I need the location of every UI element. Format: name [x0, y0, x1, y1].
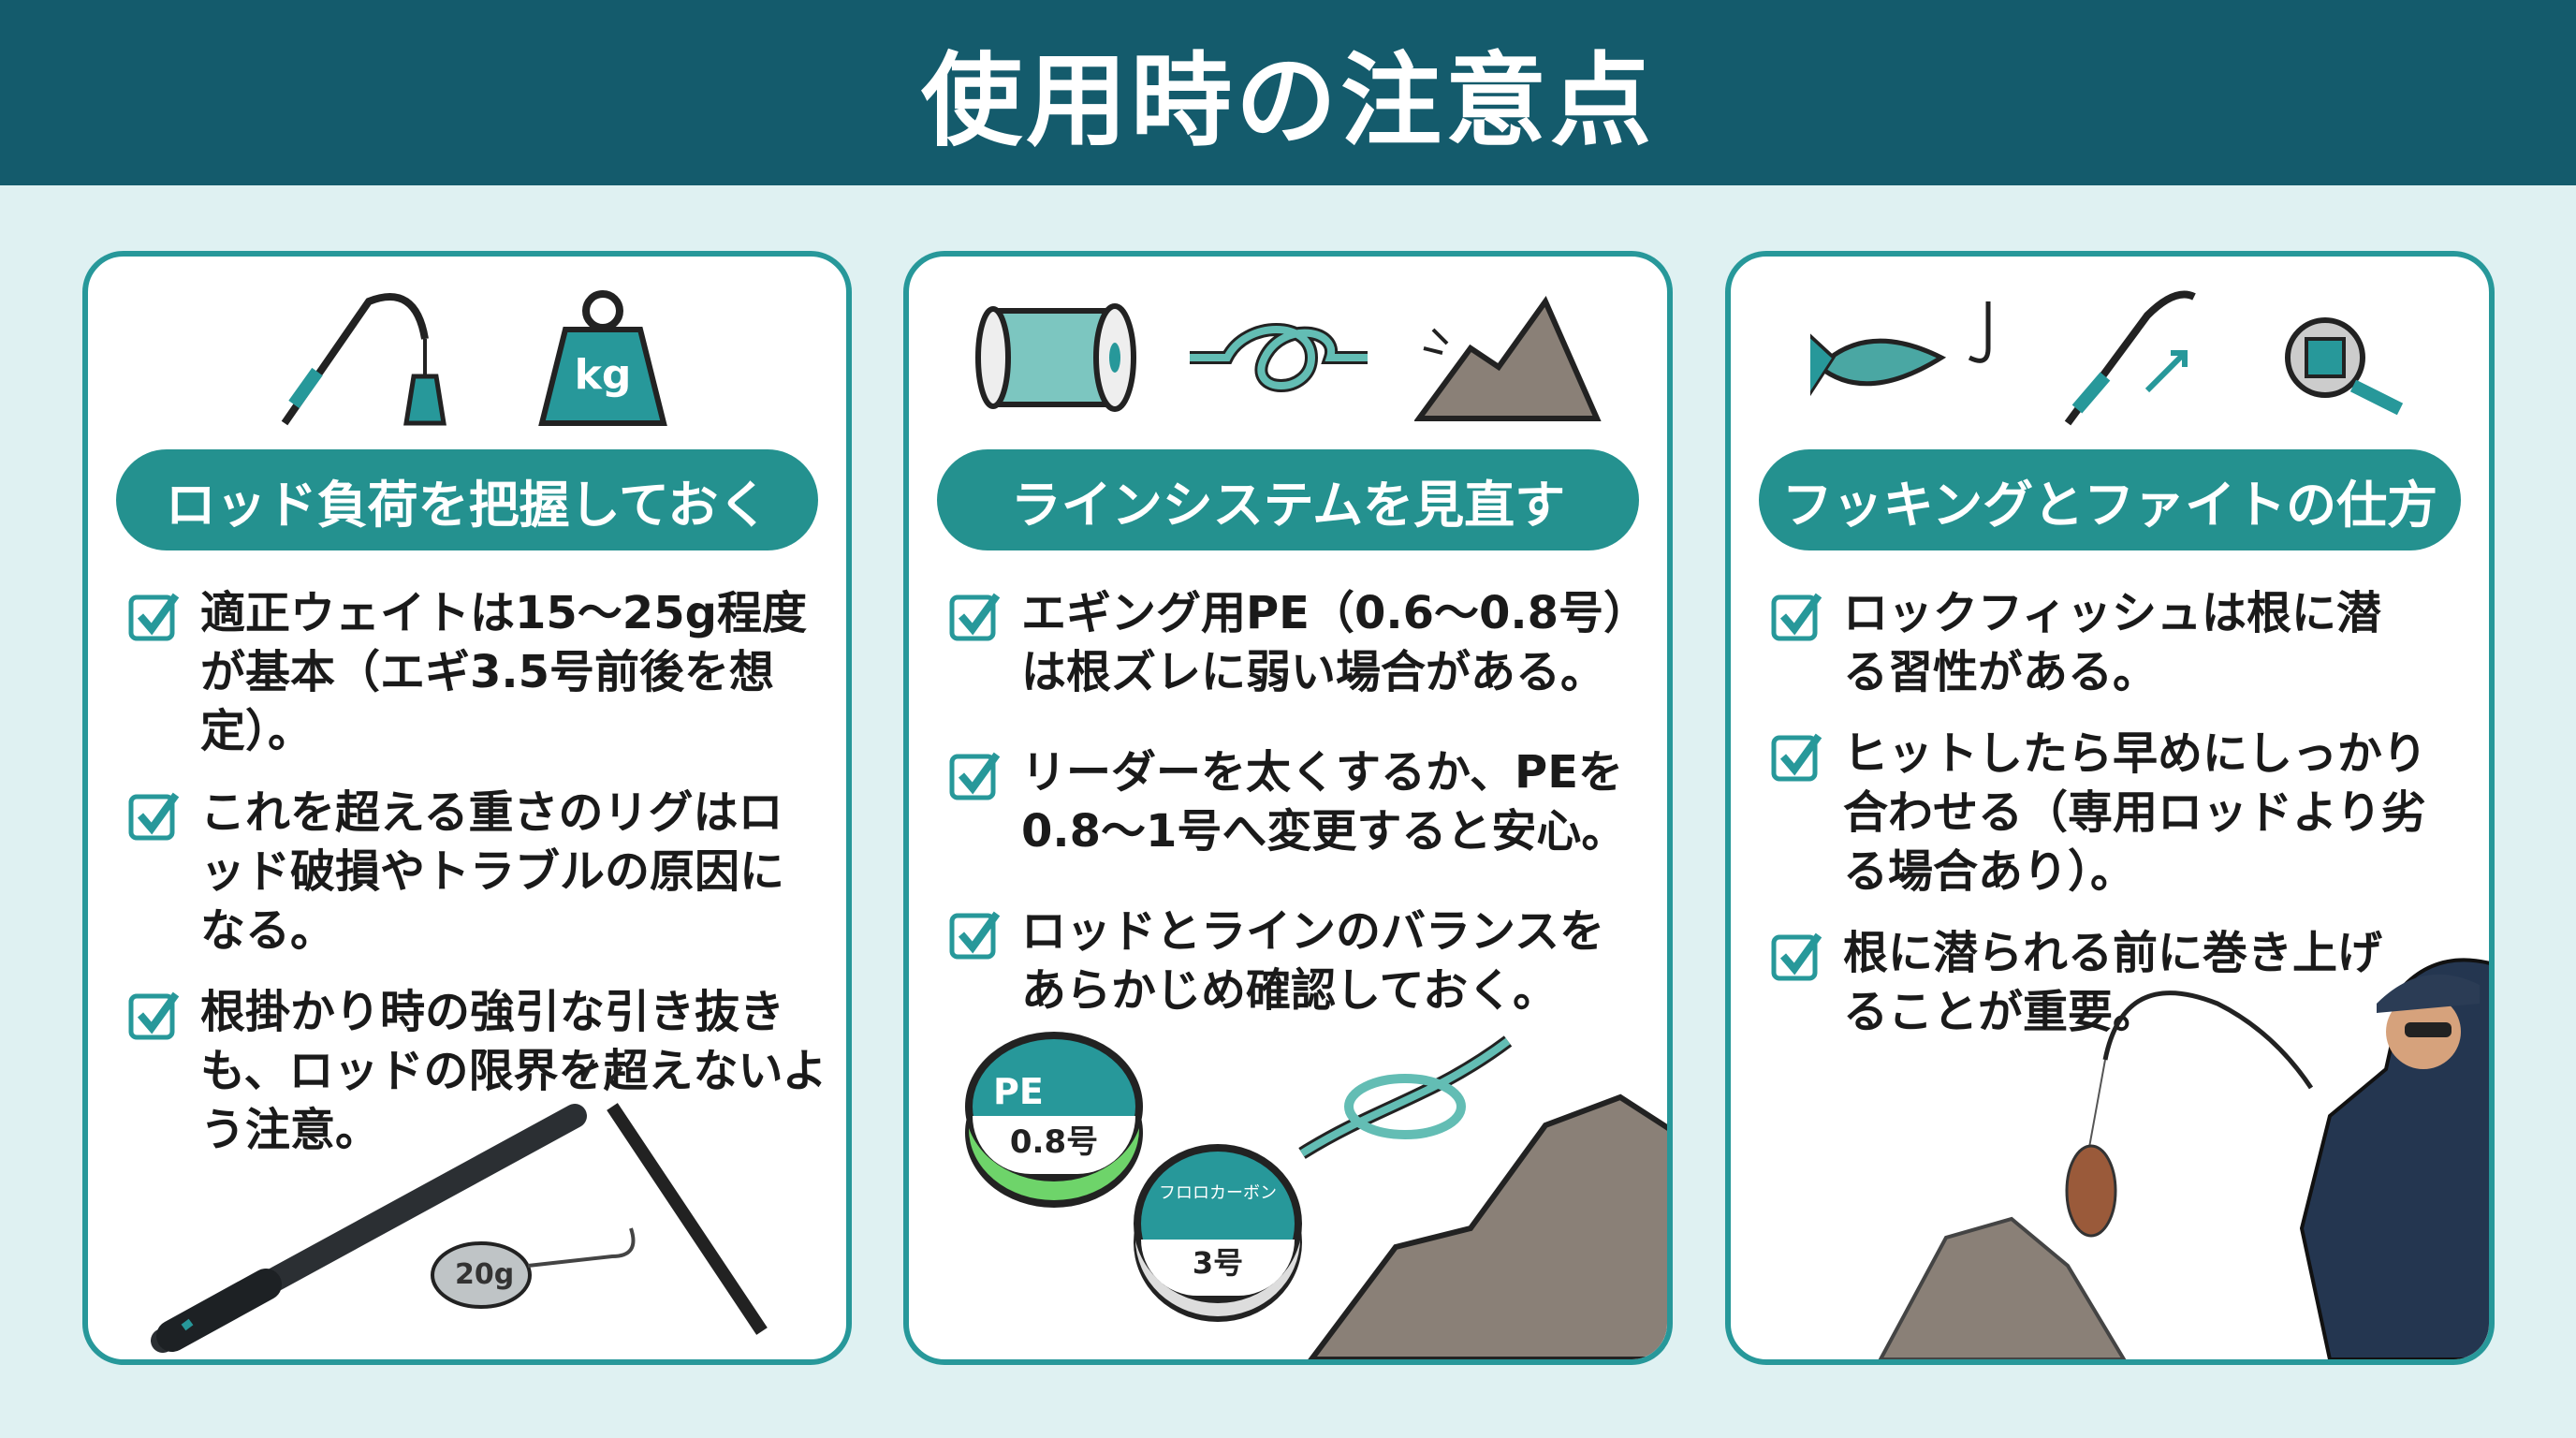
list-item: エギング用PE（0.6〜0.8号）は根ズレに弱い場合がある。 — [948, 584, 1648, 702]
checkbox-checked-icon — [1771, 932, 1822, 981]
checklist: 適正ウェイトは15〜25g程度が基本（エギ3.5号前後を想定）。 これを超える重… — [127, 584, 827, 1182]
list-item: これを超える重さのリグはロッド破損やトラブルの原因になる。 — [127, 784, 827, 961]
list-item: リーダーを太くするか、PEを0.8〜1号へ変更すると安心。 — [948, 743, 1648, 861]
list-item: 適正ウェイトは15〜25g程度が基本（エギ3.5号前後を想定）。 — [127, 584, 827, 761]
fish-hook-icon — [1810, 301, 1991, 397]
fluorocarbon-line-spool: フロロカーボン 3号 — [1134, 1144, 1302, 1303]
checklist: エギング用PE（0.6〜0.8号）は根ズレに弱い場合がある。 リーダーを太くする… — [948, 584, 1648, 1043]
checkbox-checked-icon — [1771, 593, 1822, 641]
broken-rod-illustration: 20g — [88, 1041, 846, 1359]
angler-fighting-fish-illustration — [1731, 947, 2489, 1359]
list-item: ロックフィッシュは根に潜る習性がある。 — [1770, 584, 2470, 702]
title-banner: 使用時の注意点 — [0, 0, 2576, 185]
checklist: ロックフィッシュは根に潜る習性がある。 ヒットしたら早めにしっかり合わせる（専用… — [1770, 584, 2470, 1064]
spools-knot-rocks-illustration: PE 0.8号 フロロカーボン 3号 — [909, 1022, 1667, 1359]
reel-icon — [2285, 317, 2404, 416]
page-title: 使用時の注意点 — [920, 43, 1655, 160]
checkbox-checked-icon — [949, 593, 1001, 641]
card-rod-load: kg ロッド負荷を把握しておく 適正ウェイトは15〜25g程度が基本（エギ3.5… — [82, 251, 852, 1365]
section-title: ラインシステムを見直す — [937, 449, 1639, 550]
list-item: ヒットしたら早めにしっかり合わせる（専用ロッドより劣る場合あり）。 — [1770, 725, 2470, 902]
card-line-system: ラインシステムを見直す エギング用PE（0.6〜0.8号）は根ズレに弱い場合があ… — [903, 251, 1673, 1365]
list-item: ロッドとラインのバランスをあらかじめ確認しておく。 — [948, 902, 1648, 1020]
rod-arrow-icon — [2064, 290, 2196, 426]
list-item: 根に潜られる前に巻き上げることが重要。 — [1770, 924, 2470, 1042]
section-title: ロッド負荷を把握しておく — [116, 449, 818, 550]
card-hooking-fight: フッキングとファイトの仕方 ロックフィッシュは根に潜る習性がある。 ヒットしたら… — [1725, 251, 2495, 1365]
knot-icon — [1190, 323, 1368, 392]
fishing-rod-weight-icon — [281, 293, 446, 426]
checkbox-checked-icon — [128, 792, 180, 841]
checkbox-checked-icon — [949, 911, 1001, 960]
checkbox-checked-icon — [1771, 733, 1822, 782]
section-title: フッキングとファイトの仕方 — [1759, 449, 2461, 550]
pe-line-spool: PE 0.8号 — [965, 1032, 1143, 1181]
checkbox-checked-icon — [128, 593, 180, 641]
list-item: 根掛かり時の強引な引き抜きも、ロッドの限界を超えないよう注意。 — [127, 983, 827, 1160]
checkbox-checked-icon — [128, 991, 180, 1040]
rocks-icon — [1414, 295, 1602, 421]
checkbox-checked-icon — [949, 752, 1001, 800]
kg-weight-icon: kg — [537, 287, 668, 428]
line-spool-icon — [975, 303, 1136, 412]
